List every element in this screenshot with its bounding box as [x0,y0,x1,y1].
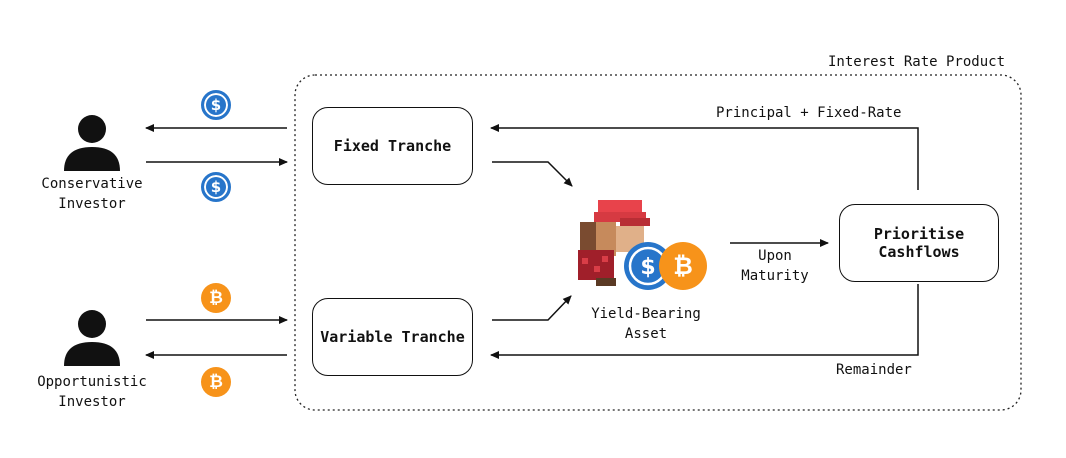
usdc-coin-icon: $ [201,172,231,202]
arrow-fixed-to-asset [492,161,573,187]
container-title: Interest Rate Product [828,54,1006,70]
person-icon [64,310,120,366]
upon-maturity-label: Upon Maturity [741,248,809,284]
arrow-variable-to-asset [492,295,572,321]
conservative-investor-label: Conservative Investor [41,176,143,212]
principal-fixed-rate-label: Principal + Fixed-Rate [716,105,902,121]
arrow-prioritise-to-variable [490,284,919,359]
yield-bearing-asset-label: Yield-Bearing Asset [591,306,701,342]
btc-symbol: ₿ [673,252,693,280]
prioritise-cashflows-box: Prioritise Cashflows [839,204,999,282]
usdc-coin-icon: $ [201,90,231,120]
person-icon [64,115,120,171]
usdc-symbol: $ [640,255,655,280]
opportunistic-investor-label: Opportunistic Investor [37,374,147,410]
btc-coin-icon: ₿ [201,283,231,313]
fixed-tranche-box: Fixed Tranche [312,107,473,185]
variable-tranche-box: Variable Tranche [312,298,473,376]
fixed-tranche-label: Fixed Tranche [333,137,452,155]
btc-coin-icon: ₿ [201,367,231,397]
arrow-prioritise-to-fixed [490,124,919,190]
prioritise-cashflows-label: Prioritise Cashflows [873,225,965,261]
remainder-label: Remainder [836,362,912,378]
product-container [294,74,1022,411]
yield-bearing-asset-icon: $ ₿ [578,200,707,290]
variable-tranche-label: Variable Tranche [320,328,465,346]
